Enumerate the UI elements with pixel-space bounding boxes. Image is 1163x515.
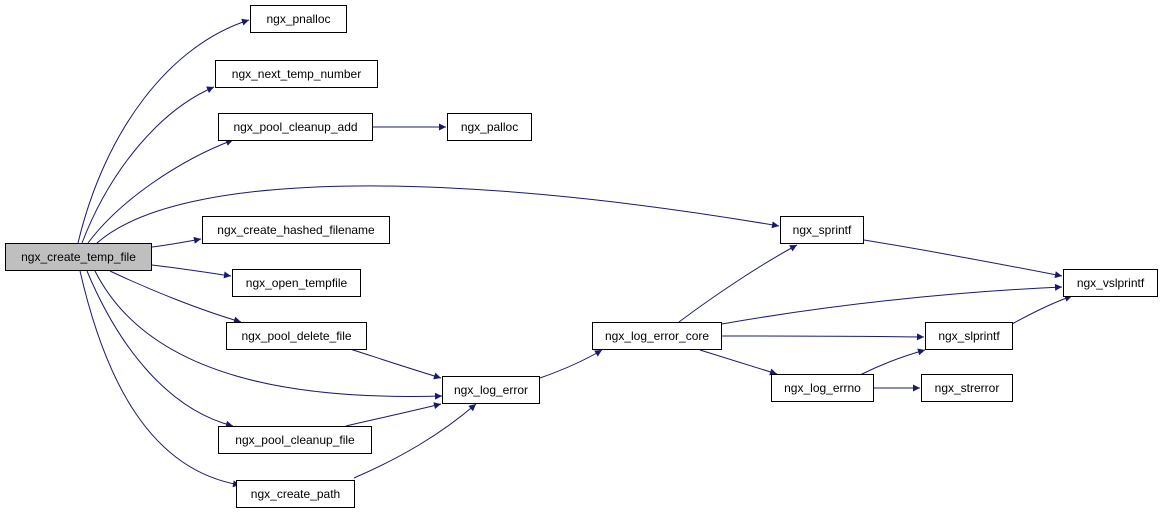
node-ngx_pool_cleanup_add[interactable]: ngx_pool_cleanup_add [218,113,373,141]
edge-ngx_create_path-ngx_log_error [353,403,477,479]
node-ngx_strerror[interactable]: ngx_strerror [921,374,1013,402]
node-ngx_create_hashed_filename[interactable]: ngx_create_hashed_filename [202,216,390,244]
edge-ngx_log_error-ngx_log_error_core [539,349,603,379]
edge-ngx_create_temp_file-ngx_pool_cleanup_file [86,270,234,428]
node-ngx_next_temp_number[interactable]: ngx_next_temp_number [215,60,378,88]
edge-ngx_log_error_core-ngx_log_errno [699,349,778,376]
node-ngx_pnalloc[interactable]: ngx_pnalloc [250,5,347,33]
node-ngx_pool_cleanup_file[interactable]: ngx_pool_cleanup_file [218,426,372,454]
node-ngx_palloc[interactable]: ngx_palloc [447,113,532,141]
edge-ngx_create_temp_file-ngx_pool_cleanup_add [87,139,234,244]
edge-ngx_log_errno-ngx_slprintf [859,348,926,376]
node-ngx_create_temp_file: ngx_create_temp_file [5,243,152,271]
edge-ngx_log_error_core-ngx_sprintf [678,244,798,323]
node-ngx_log_error[interactable]: ngx_log_error [442,376,540,404]
edge-ngx_pool_cleanup_file-ngx_log_error [345,402,442,427]
edge-ngx_create_temp_file-ngx_create_path [79,270,241,488]
node-ngx_vslprintf[interactable]: ngx_vslprintf [1063,269,1158,297]
node-ngx_slprintf[interactable]: ngx_slprintf [925,322,1013,350]
edge-ngx_create_temp_file-ngx_log_error [94,270,443,400]
edge-ngx_create_temp_file-ngx_sprintf [96,185,780,244]
node-ngx_open_tempfile[interactable]: ngx_open_tempfile [232,269,361,297]
edge-ngx_slprintf-ngx_vslprintf [1011,295,1073,325]
edge-ngx_pool_delete_file-ngx_log_error [349,348,442,380]
node-ngx_log_error_core[interactable]: ngx_log_error_core [592,322,722,350]
edge-ngx_log_error_core-ngx_slprintf [721,333,925,341]
edge-ngx_create_temp_file-ngx_create_hashed_filename [151,236,202,248]
edge-ngx_create_temp_file-ngx_open_tempfile [151,264,232,279]
edge-ngx_create_temp_file-ngx_pool_delete_file [109,270,242,324]
edge-ngx_create_temp_file-ngx_pnalloc [77,18,250,244]
edge-ngx_sprintf-ngx_vslprintf [863,239,1063,279]
edge-ngx_create_temp_file-ngx_next_temp_number [81,86,215,244]
node-ngx_log_errno[interactable]: ngx_log_errno [771,374,874,402]
node-ngx_sprintf[interactable]: ngx_sprintf [780,216,864,244]
edge-ngx_log_error_core-ngx_vslprintf [721,283,1063,325]
node-ngx_pool_delete_file[interactable]: ngx_pool_delete_file [226,322,367,350]
node-ngx_create_path[interactable]: ngx_create_path [236,480,355,508]
